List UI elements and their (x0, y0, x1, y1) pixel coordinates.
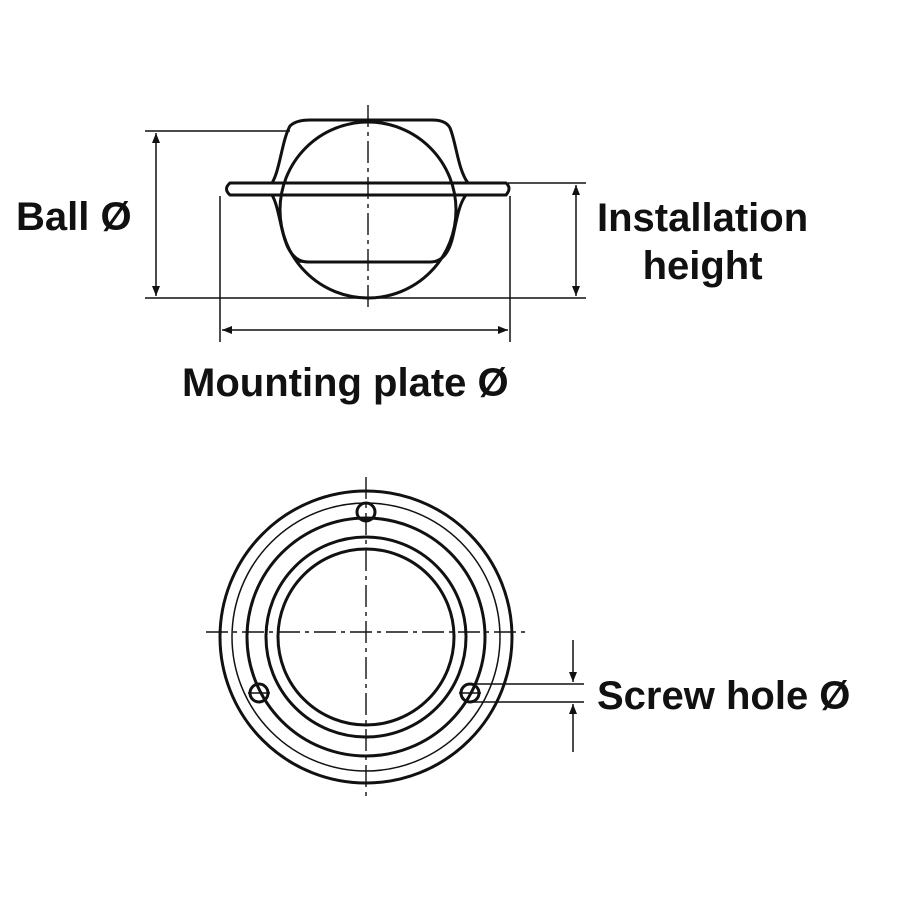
housing-lower (270, 194, 468, 264)
screw-hole-diameter-label: Screw hole Ø (597, 674, 851, 718)
side-view (145, 105, 586, 342)
installation-height-label-line1: Installation (597, 196, 809, 240)
mounting-plate-flange (225, 181, 511, 197)
mounting-plate-diameter-label: Mounting plate Ø (182, 361, 509, 405)
ball-diameter-label: Ball Ø (16, 195, 132, 239)
top-view (206, 477, 584, 797)
installation-height-label: Installation height (597, 194, 808, 290)
installation-height-label-line2: height (642, 244, 763, 288)
housing-upper (270, 118, 470, 184)
